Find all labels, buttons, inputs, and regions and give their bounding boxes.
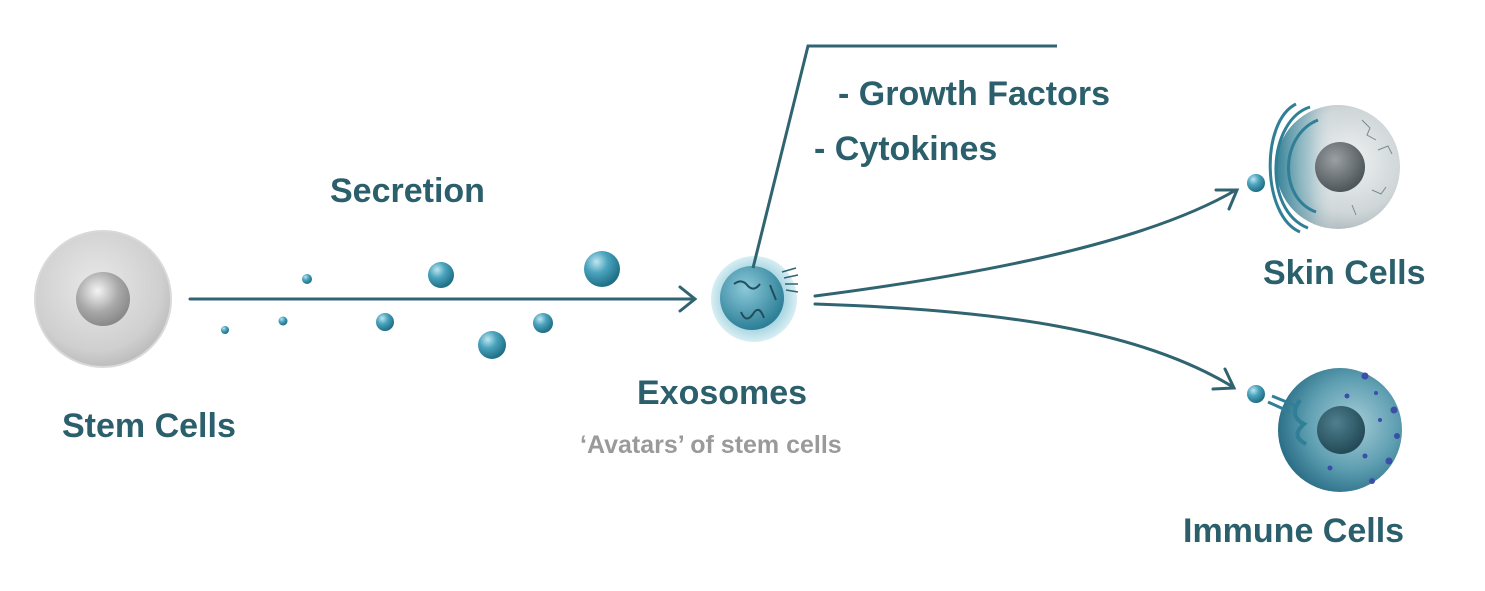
cytokines-label: - Cytokines bbox=[814, 130, 998, 168]
vesicle bbox=[221, 326, 229, 334]
skin-cell-icon bbox=[1247, 102, 1400, 234]
vesicle bbox=[584, 251, 620, 287]
stem-cell-icon bbox=[34, 230, 172, 368]
exosome-icon bbox=[711, 256, 799, 342]
immune-cell-icon bbox=[1247, 368, 1402, 492]
arrow-to-immune-cells bbox=[813, 302, 1235, 389]
arrow-to-skin-cells bbox=[813, 188, 1238, 298]
vesicle bbox=[1247, 385, 1265, 403]
vesicle bbox=[302, 274, 312, 284]
vesicle bbox=[428, 262, 454, 288]
delivery-arrows bbox=[813, 188, 1240, 391]
growth-factors-label: - Growth Factors bbox=[838, 75, 1111, 113]
exosomes-subtitle: ‘Avatars’ of stem cells bbox=[580, 431, 842, 459]
vesicle bbox=[278, 316, 288, 326]
immune-cells-label: Immune Cells bbox=[1183, 512, 1405, 550]
exosomes-label: Exosomes bbox=[637, 374, 808, 412]
vesicle bbox=[1247, 174, 1265, 192]
secreted-vesicles bbox=[221, 251, 620, 359]
skin-cells-label: Skin Cells bbox=[1263, 254, 1426, 292]
vesicle bbox=[478, 331, 506, 359]
stem-cells-label: Stem Cells bbox=[62, 407, 236, 445]
vesicle bbox=[533, 313, 553, 333]
callout-line bbox=[751, 44, 1057, 269]
secretion-label: Secretion bbox=[330, 172, 485, 210]
vesicle bbox=[376, 313, 394, 331]
secretion-arrow bbox=[188, 285, 698, 313]
